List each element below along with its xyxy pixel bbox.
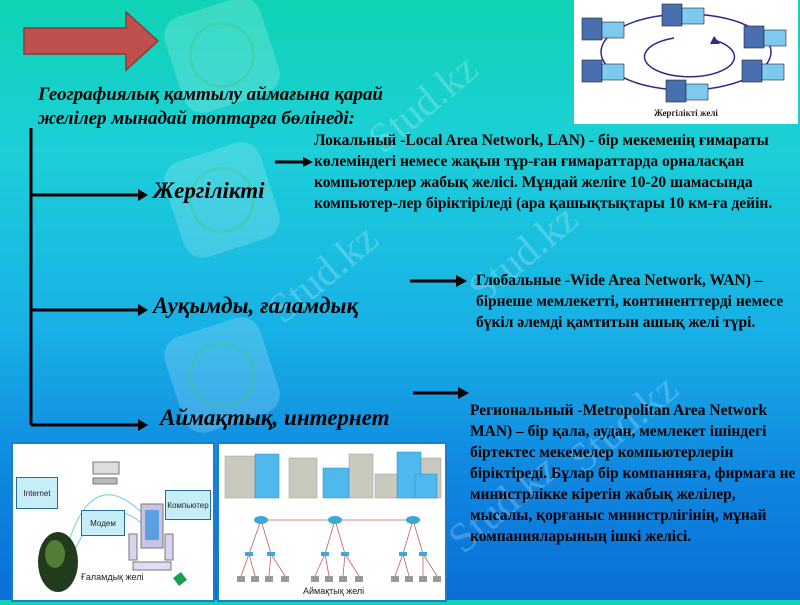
regional-network-image: Аймақтық желі — [217, 442, 447, 602]
category-global: Ауқымды, ғаламдық — [153, 293, 359, 318]
ring-topology-icon — [581, 3, 787, 103]
modem-label: Модем — [81, 510, 125, 536]
intro-line-2: желілер мынадай топтарға бөлінеді: — [38, 108, 355, 129]
global-network-diagram-icon — [38, 461, 187, 592]
global-image-caption: Ғаламдық желі — [81, 572, 144, 582]
ring-image-caption: Жергілікті желі — [654, 108, 718, 118]
regional-image-caption: Аймақтық желі — [303, 586, 365, 596]
ring-network-image: Жергілікті желі — [574, 0, 798, 124]
computer-label: Компьютер — [165, 490, 211, 520]
category-local: Жергілікті — [153, 178, 265, 203]
internet-label: Internet — [16, 477, 58, 509]
global-network-image: Internet Модем Компьютер Ғаламдық желі — [11, 442, 215, 602]
red-arrow-icon — [23, 10, 160, 72]
wan-description: Глобальные -Wide Area Network, WAN) – бі… — [476, 272, 784, 331]
lan-description: Локальный -Local Area Network, LAN) - бі… — [314, 132, 773, 212]
man-description: Региональный -Metropolitan Area Network … — [470, 402, 796, 545]
intro-heading: Географиялық қамтылу аймағына қарай желі… — [38, 83, 418, 131]
regional-network-diagram-icon — [224, 451, 442, 582]
category-regional: Аймақтық, интернет — [160, 405, 390, 430]
intro-line-1: Географиялық қамтылу аймағына қарай — [38, 84, 383, 105]
